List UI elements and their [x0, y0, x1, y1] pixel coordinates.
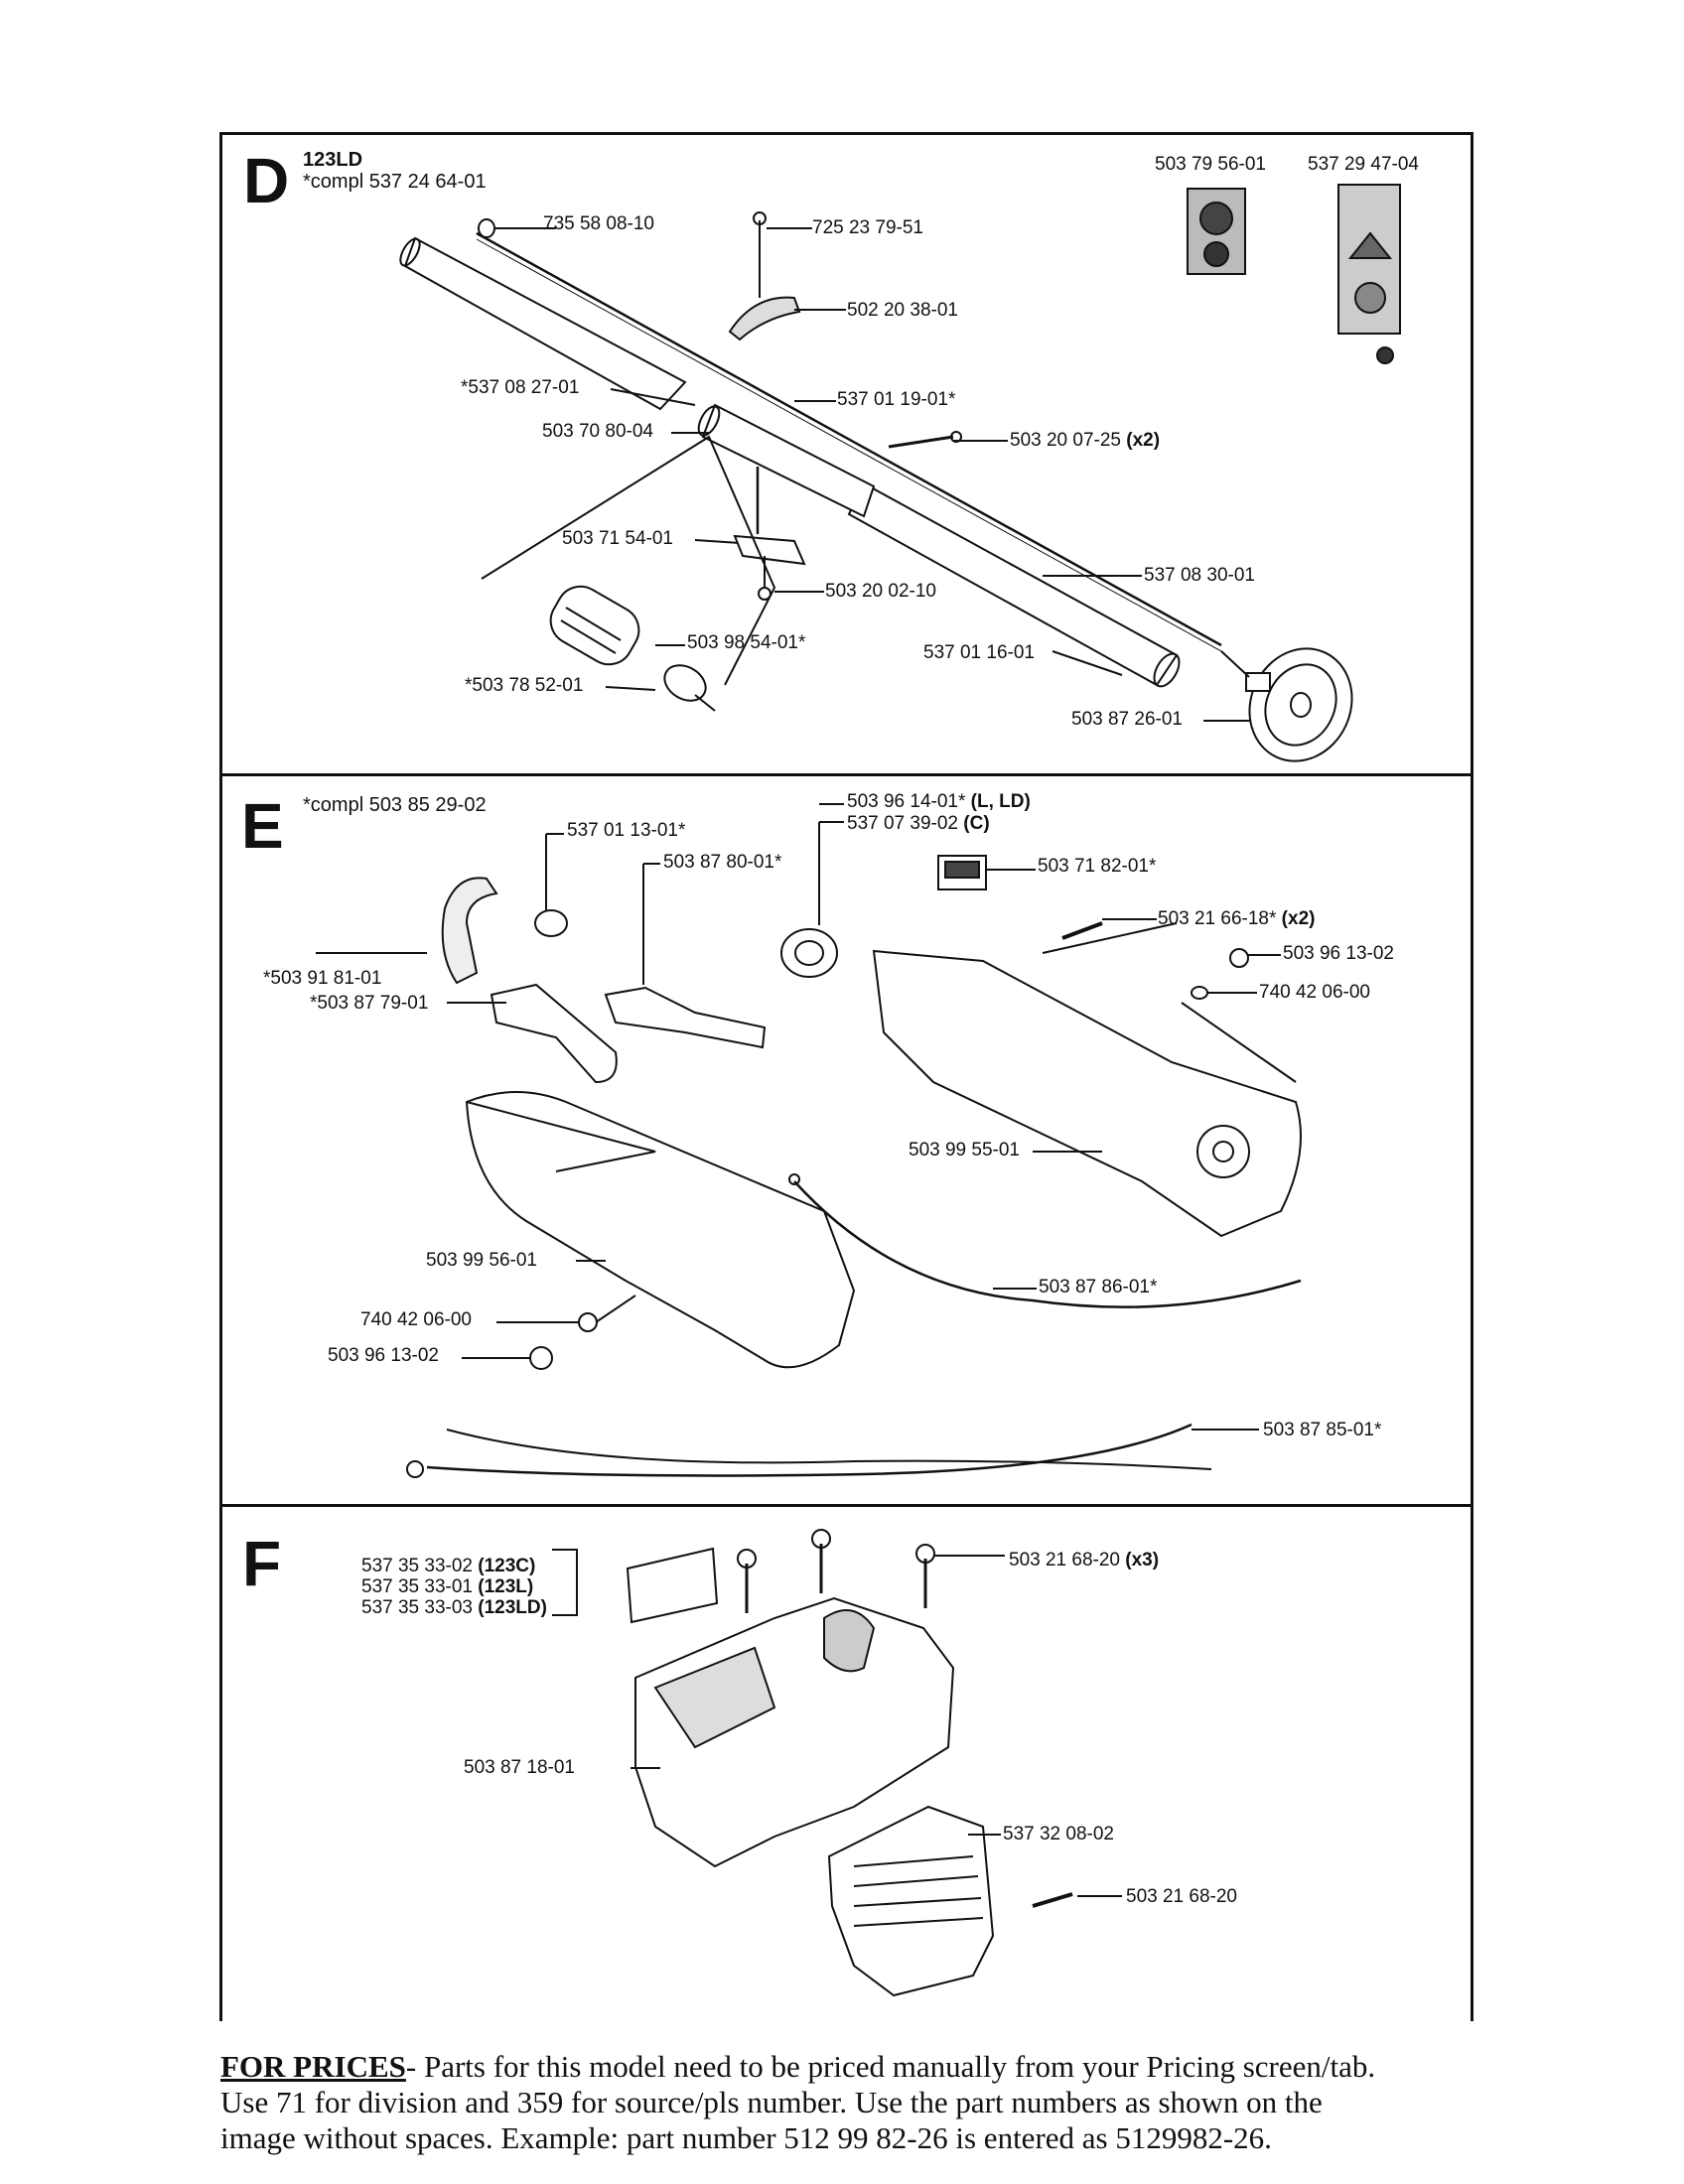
part-label[interactable]: 537 01 19-01*	[837, 389, 956, 410]
throttle-trigger	[604, 986, 767, 1049]
footer-heading: FOR PRICES	[220, 2049, 406, 2084]
part-label[interactable]: 537 32 08-02	[1003, 1824, 1114, 1844]
part-label[interactable]: 503 21 68-20	[1126, 1886, 1237, 1907]
part-label[interactable]: 503 87 86-01*	[1039, 1277, 1158, 1297]
decal-503-79-56-01	[1187, 188, 1246, 275]
section-letter-f: F	[242, 1528, 282, 1599]
part-label[interactable]: 503 87 80-01*	[663, 852, 782, 873]
throttle-lock	[490, 983, 618, 1084]
decal-label-1: 503 79 56-01	[1155, 154, 1266, 175]
part-label[interactable]: 503 71 82-01*	[1038, 856, 1157, 877]
clamp-plate	[733, 534, 806, 566]
model-decal	[626, 1547, 719, 1624]
bushing-part	[549, 585, 716, 712]
part-label[interactable]: 537 35 33-01 (123L)	[361, 1576, 534, 1597]
section-letter-d: D	[243, 145, 290, 216]
part-label[interactable]: 537 01 16-01	[923, 642, 1035, 663]
section-letter-e: E	[241, 790, 284, 862]
part-label[interactable]: 503 21 66-18* (x2)	[1158, 908, 1316, 929]
part-label[interactable]: *503 87 79-01	[310, 993, 429, 1014]
shaft-tube-lower	[847, 481, 1181, 688]
part-label[interactable]: *503 91 81-01	[263, 968, 382, 989]
spring	[534, 909, 568, 937]
drive-shaft	[476, 231, 1222, 647]
decal-537-29-47-04	[1337, 184, 1401, 364]
decal-label-2: 537 29 47-04	[1308, 154, 1419, 175]
part-label[interactable]: 537 08 30-01	[1144, 565, 1255, 586]
pricing-footer: FOR PRICES- Parts for this model need to…	[220, 2049, 1511, 2156]
footer-line-1: - Parts for this model need to be priced…	[405, 2049, 1376, 2084]
handle-housing-right	[872, 949, 1302, 1238]
section-e-compl: *compl 503 85 29-02	[303, 794, 487, 816]
washer	[478, 218, 495, 238]
part-label[interactable]: 503 96 13-02	[328, 1345, 439, 1366]
coupling-sleeve	[701, 403, 876, 518]
part-label[interactable]: 537 01 13-01*	[567, 820, 686, 841]
part-label[interactable]: 740 42 06-00	[1259, 982, 1370, 1003]
throttle-cable	[793, 1180, 1302, 1308]
part-label[interactable]: 725 23 79-51	[812, 217, 923, 238]
part-label[interactable]: 503 20 02-10	[825, 581, 936, 602]
part-label[interactable]: 503 87 26-01	[1071, 709, 1183, 730]
section-d-model: 123LD	[303, 149, 363, 171]
diagram-frame	[219, 132, 1474, 2021]
handle-clamp	[441, 877, 498, 985]
knob-handle	[728, 296, 801, 341]
air-guide-cover	[827, 1805, 995, 1997]
handle-housing-left	[465, 1091, 856, 1369]
part-label[interactable]: 503 20 07-25 (x2)	[1010, 430, 1161, 451]
shaft-tube-upper	[399, 236, 687, 411]
part-label[interactable]: 503 96 13-02	[1283, 943, 1394, 964]
part-label[interactable]: 503 99 56-01	[426, 1250, 537, 1271]
part-label[interactable]: 537 35 33-02 (123C)	[361, 1556, 536, 1576]
ignition-wire	[426, 1423, 1193, 1477]
ring-nut	[780, 928, 838, 978]
part-label[interactable]: 503 21 68-20 (x3)	[1009, 1550, 1160, 1570]
part-label[interactable]: 503 71 54-01	[562, 528, 673, 549]
part-label[interactable]: *503 78 52-01	[465, 675, 584, 696]
section-divider-d-e	[219, 773, 1474, 776]
part-label[interactable]: 502 20 38-01	[847, 300, 958, 321]
clutch-drum	[1220, 647, 1353, 762]
part-label[interactable]: 537 35 33-03 (123LD)	[361, 1597, 547, 1618]
part-label[interactable]: 503 96 14-01* (L, LD)	[847, 791, 1031, 812]
section-divider-e-f	[219, 1504, 1474, 1507]
footer-line-3: image without spaces. Example: part numb…	[220, 2120, 1272, 2155]
part-label[interactable]: *537 08 27-01	[461, 377, 580, 398]
part-label[interactable]: 735 58 08-10	[543, 213, 654, 234]
part-label[interactable]: 537 07 39-02 (C)	[847, 813, 990, 834]
part-label[interactable]: 503 87 85-01*	[1263, 1420, 1382, 1440]
part-label[interactable]: 503 99 55-01	[909, 1140, 1020, 1160]
footer-line-2: Use 71 for division and 359 for source/p…	[220, 2085, 1323, 2119]
part-label[interactable]: 740 42 06-00	[360, 1309, 472, 1330]
section-d-compl: *compl 537 24 64-01	[303, 171, 487, 193]
part-label[interactable]: 503 70 80-04	[542, 421, 653, 442]
part-label[interactable]: 503 87 18-01	[464, 1757, 575, 1778]
